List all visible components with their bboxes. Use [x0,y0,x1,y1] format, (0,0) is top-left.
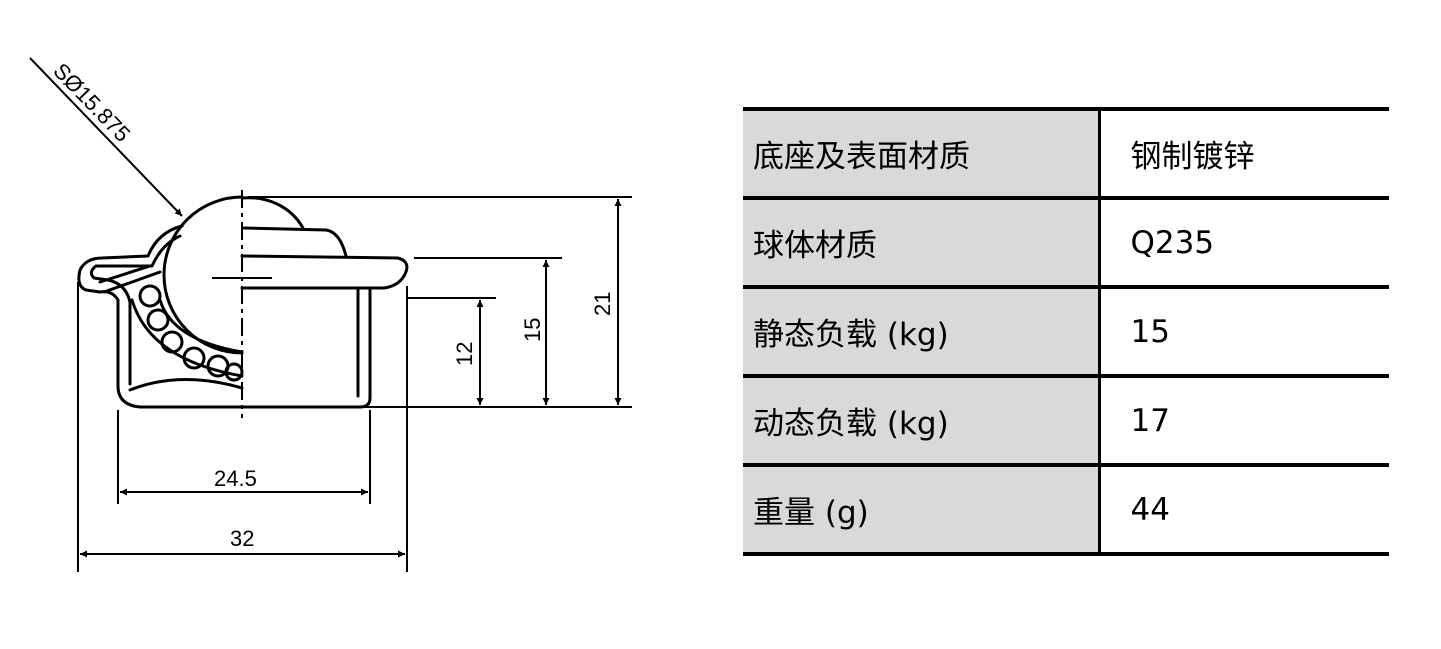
top-ring [242,226,348,258]
spec-label: 底座及表面材质 [743,109,1101,200]
spec-label: 动态负载 (kg) [743,376,1101,467]
table-row: 底座及表面材质 钢制镀锌 [743,109,1389,200]
spec-value: 17 [1099,376,1389,467]
dim-width-total: 32 [230,526,254,551]
table-row: 球体材质 Q235 [743,198,1389,289]
extension-lines [77,196,632,572]
ball-top-cap [240,196,305,230]
dim-height-15: 15 [520,318,545,342]
dim-height-21: 21 [590,292,615,316]
spec-label: 球体材质 [743,198,1101,289]
part-outline [77,195,409,409]
ball-outline [162,195,244,355]
ball-transfer-unit-drawing: SØ15.875 12 15 21 24.5 32 [29,57,632,572]
dim-width-inner: 24.5 [214,466,257,491]
small-balls [138,284,244,382]
flange [240,254,409,290]
sphere-leader [29,57,183,217]
spec-value: Q235 [1099,198,1389,289]
race-inner [158,298,244,354]
housing-outer [77,224,244,409]
table-row: 动态负载 (kg) 17 [743,376,1389,467]
spec-label: 重量 (g) [743,465,1101,556]
housing-inner [89,234,182,386]
dim-height-12: 12 [452,342,477,366]
spec-value: 44 [1099,465,1389,556]
spec-value: 钢制镀锌 [1099,109,1389,200]
cup-body [240,286,372,409]
vertical-dimensions [476,199,622,405]
spec-label: 静态负载 (kg) [743,287,1101,378]
housing-hook [98,264,162,294]
spec-value: 15 [1099,287,1389,378]
race-bottom [128,377,244,392]
table-row: 重量 (g) 44 [743,465,1389,556]
horizontal-dimensions [80,488,405,558]
race-outer [130,298,244,378]
table-row: 静态负载 (kg) 15 [743,287,1389,378]
spec-table: 底座及表面材质 钢制镀锌 球体材质 Q235 静态负载 (kg) 15 动态负载… [743,107,1389,556]
sphere-dim-label: SØ15.875 [48,58,135,147]
